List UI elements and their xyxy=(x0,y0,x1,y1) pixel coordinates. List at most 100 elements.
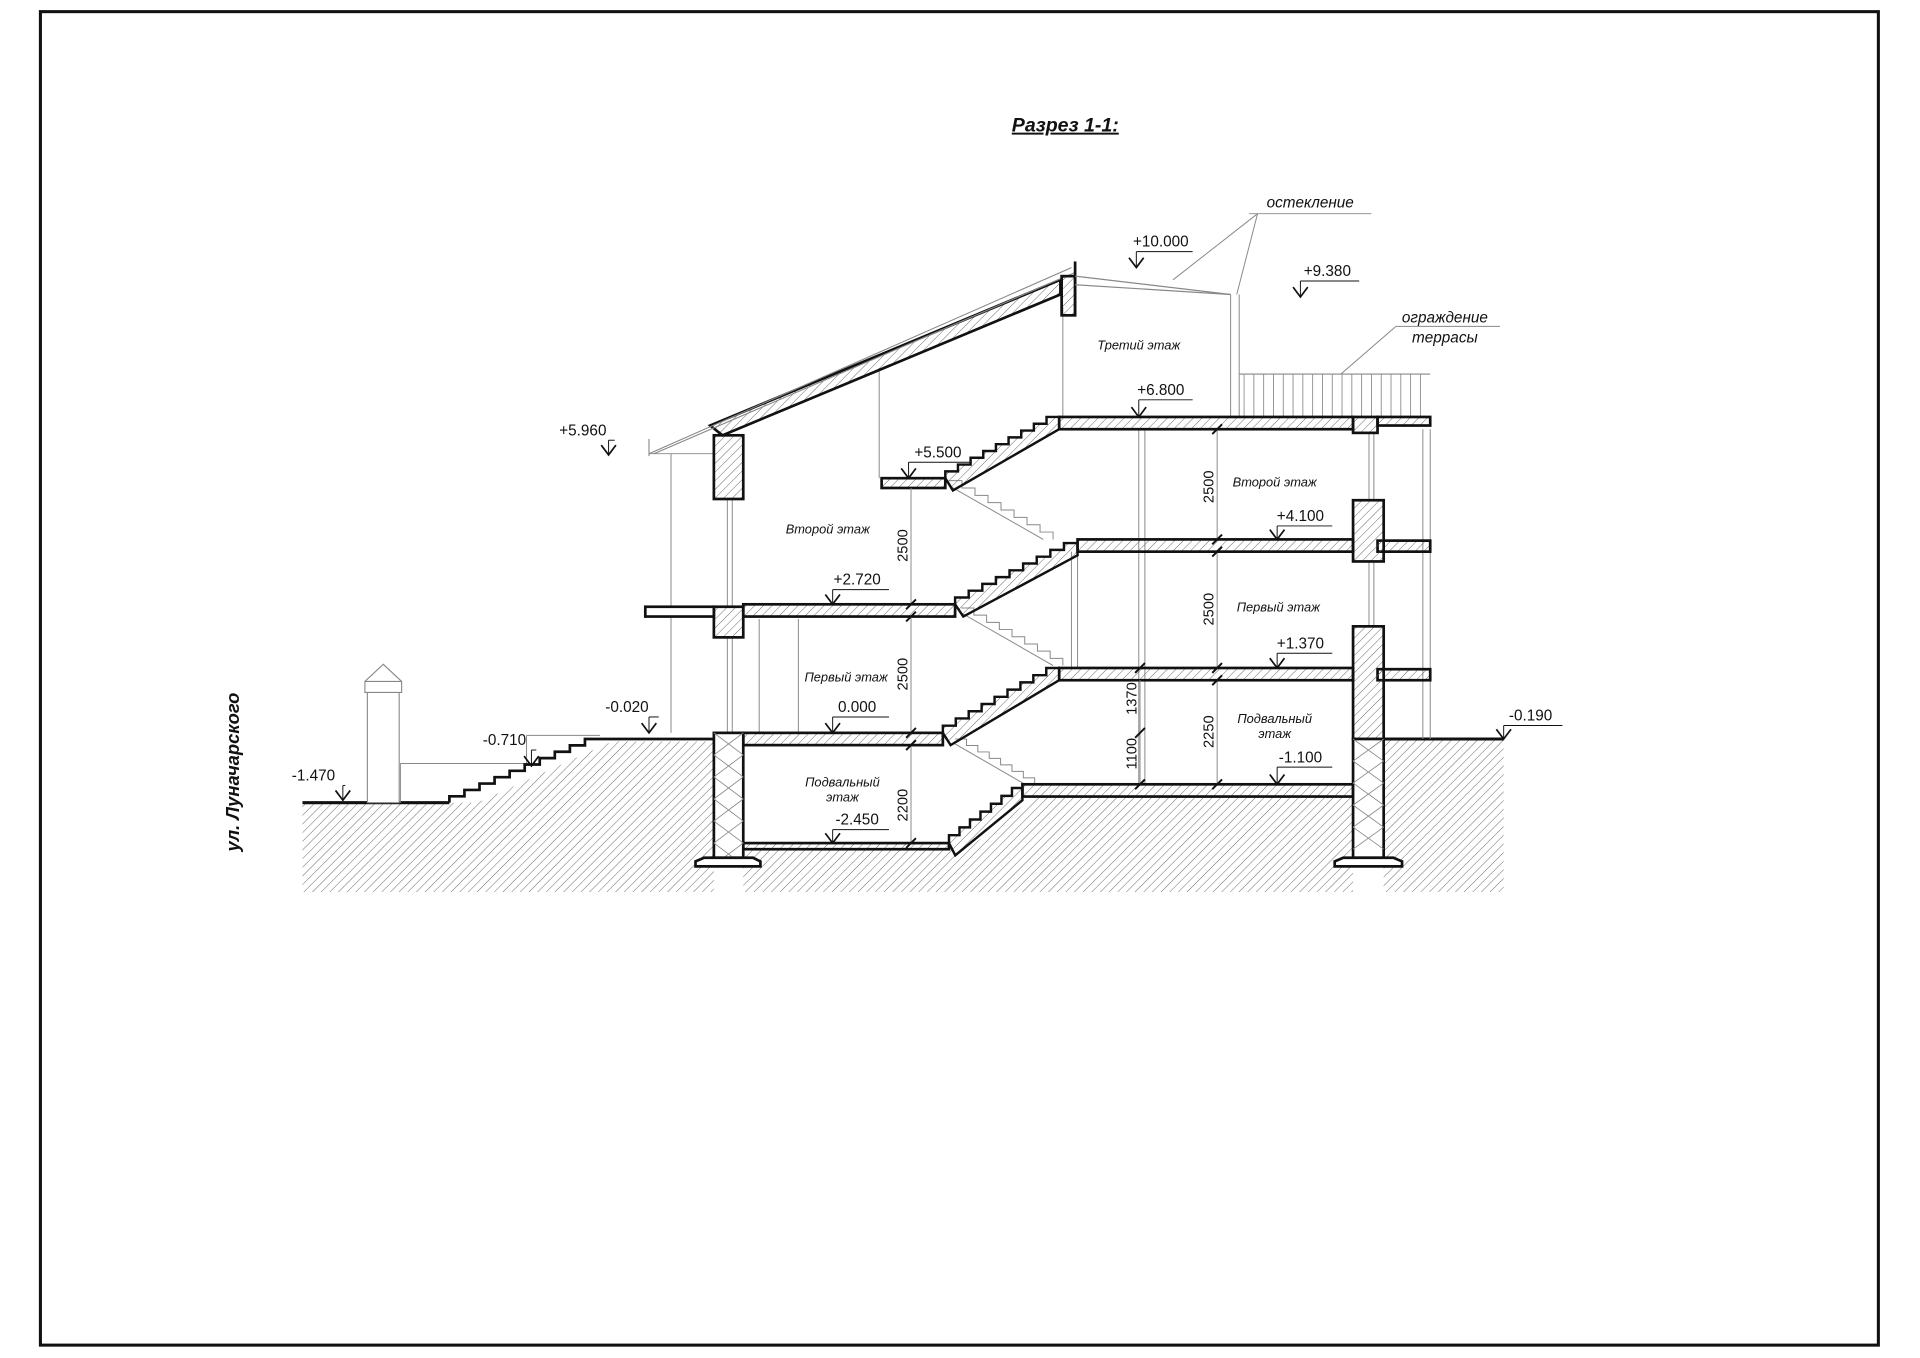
elevation-label: -1.470 xyxy=(292,768,335,785)
thin-line xyxy=(960,612,1054,666)
note-leader xyxy=(1236,213,1259,295)
elevation-mark: +6.800 xyxy=(1130,382,1193,419)
elevation-label: -0.710 xyxy=(483,732,526,749)
glazing-line xyxy=(1075,275,1231,296)
dimension-tick xyxy=(1211,423,1223,435)
room-label: этаж xyxy=(1258,726,1292,741)
slab-minus-1100 xyxy=(1021,782,1355,798)
elevation-mark: -0.190 xyxy=(1495,708,1563,741)
wall-right xyxy=(1351,415,1379,435)
fence-post-cap xyxy=(364,663,403,694)
elevation-arrow-icon xyxy=(824,593,841,606)
street-label: ул. Луначарского xyxy=(222,693,243,853)
elevation-label: +6.800 xyxy=(1137,382,1184,399)
elevation-label: +4.100 xyxy=(1277,508,1324,525)
elevation-arrow-icon xyxy=(334,789,351,802)
balcony-right xyxy=(1376,415,1432,427)
wall-left xyxy=(712,605,745,639)
stair-behind xyxy=(948,480,1054,540)
elevation-mark: -2.450 xyxy=(824,812,889,845)
block-cross xyxy=(713,820,744,844)
room-label: Подвальный xyxy=(805,775,880,790)
thin-line xyxy=(948,485,1044,540)
dimension-label: 2500 xyxy=(1201,470,1217,503)
elevation-arrow-icon xyxy=(640,722,658,735)
dimension-label: 2500 xyxy=(1201,593,1217,626)
room-label: Первый этаж xyxy=(804,669,888,684)
footing-right xyxy=(1333,856,1404,868)
dimension-tick xyxy=(905,837,917,849)
wall-right xyxy=(1351,625,1386,741)
elevation-arrow-icon xyxy=(824,722,841,735)
slab-1370 xyxy=(1057,666,1355,682)
block-cross xyxy=(1352,826,1384,850)
footing-left xyxy=(694,856,762,868)
stair-flight-2720 xyxy=(953,541,1079,619)
stair-flight-0000 xyxy=(941,666,1061,747)
glazing-note: остекление xyxy=(1267,195,1354,212)
balcony-right xyxy=(1376,667,1432,682)
dimension-tick xyxy=(1211,546,1223,558)
elevation-arrow-icon xyxy=(600,444,617,457)
elevation-arrow-icon xyxy=(1269,657,1286,670)
ground xyxy=(302,737,1504,893)
elevation-mark: -1.100 xyxy=(1269,749,1333,786)
elevation-label: -0.190 xyxy=(1509,708,1552,725)
block-cross xyxy=(1352,782,1384,806)
elevation-label: -2.450 xyxy=(835,812,878,829)
railing-note: террасы xyxy=(1412,329,1478,346)
dimension-tick xyxy=(905,739,917,751)
dimension-label: 2200 xyxy=(895,789,911,822)
dimension-tick xyxy=(1211,674,1223,686)
dimension-label: 2250 xyxy=(1201,715,1217,748)
stair-behind xyxy=(961,607,1064,666)
elevation-label: +1.370 xyxy=(1277,635,1324,652)
wall-left xyxy=(712,433,745,501)
dimension-tick xyxy=(905,727,917,739)
dimension-label: 1100 xyxy=(1124,738,1140,770)
balcony-right xyxy=(1376,539,1432,553)
dimension-tick xyxy=(1211,778,1223,790)
room-label: Первый этаж xyxy=(1237,600,1321,615)
elevation-label: -0.020 xyxy=(605,699,648,716)
elevation-mark: -0.710 xyxy=(483,732,540,768)
room-label: Третий этаж xyxy=(1097,338,1181,353)
foundation-right xyxy=(1351,737,1386,860)
room-label: этаж xyxy=(826,789,860,804)
elevation-arrow-icon xyxy=(523,755,540,768)
room-label: Второй этаж xyxy=(786,521,871,536)
elevation-label: 0.000 xyxy=(838,699,876,716)
ridge-wall xyxy=(1060,274,1077,317)
slab-6800 xyxy=(1057,415,1355,431)
elevation-label: +5.960 xyxy=(559,422,606,439)
elevation-arrow-icon xyxy=(900,467,917,480)
elevation-arrow-icon xyxy=(1269,529,1286,541)
dimension-tick xyxy=(1134,778,1146,790)
elevation-arrow-icon xyxy=(1495,728,1512,741)
dimension-tick xyxy=(1211,662,1223,674)
note-leader xyxy=(1172,213,1258,281)
slab-minus-2450 xyxy=(741,841,951,851)
slab-2720 xyxy=(741,602,957,618)
dimension-tick xyxy=(905,598,917,610)
elevation-arrow-icon xyxy=(1128,257,1145,269)
annotations: +10.000+9.380+6.800+5.960+5.500+4.100+2.… xyxy=(292,195,1563,849)
elevation-mark: +1.370 xyxy=(1269,635,1333,670)
elevation-mark: -1.470 xyxy=(292,768,351,802)
block-cross xyxy=(1352,738,1384,762)
roof-slab xyxy=(707,277,1062,437)
room-label: Второй этаж xyxy=(1233,475,1318,490)
elevation-mark: +9.380 xyxy=(1292,263,1360,299)
elevation-mark: +2.720 xyxy=(824,572,889,606)
roof-outline xyxy=(648,267,1072,455)
stair-behind xyxy=(955,738,1036,785)
elevation-label: +9.380 xyxy=(1304,263,1351,280)
elevation-label: +2.720 xyxy=(834,572,881,589)
elevation-arrow-icon xyxy=(1130,406,1147,419)
elevation-arrow-icon xyxy=(824,832,841,845)
elevation-arrow-icon xyxy=(1269,773,1286,786)
roof-outline xyxy=(653,271,1076,455)
elevation-mark: 0.000 xyxy=(824,699,889,735)
dimension-label: 2500 xyxy=(895,658,911,691)
glazing-line xyxy=(1075,284,1231,296)
